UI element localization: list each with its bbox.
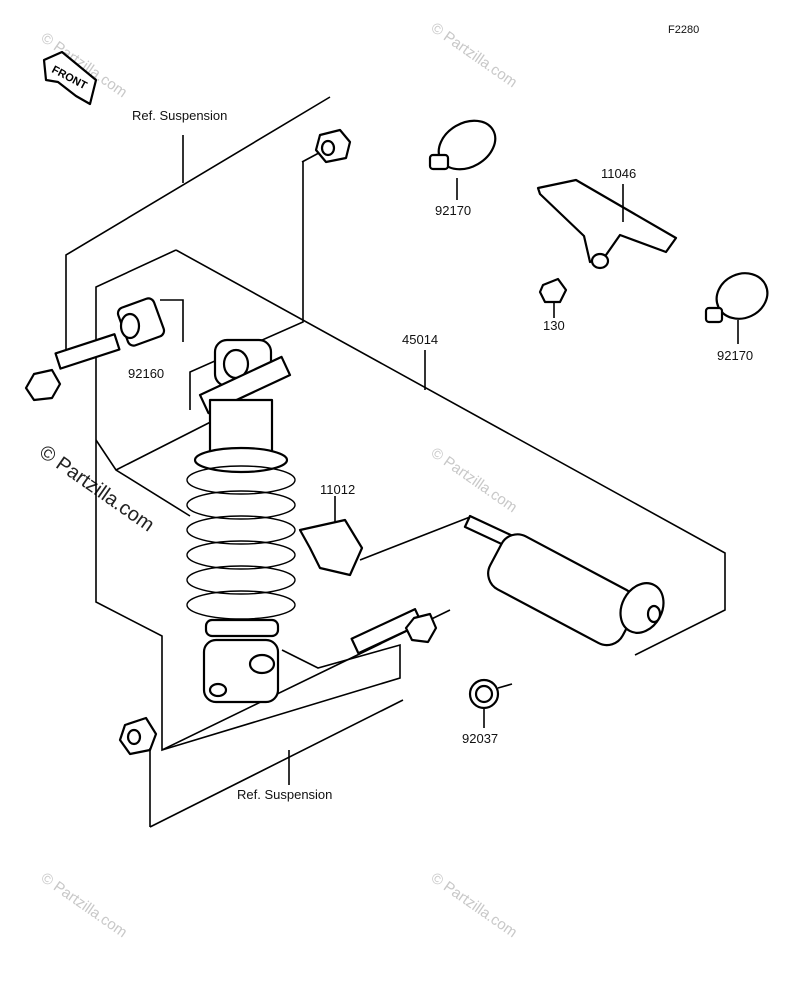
watermark-bl: © Partzilla.com: [38, 869, 131, 941]
part-label-11012: 11012: [320, 482, 355, 497]
part-label-45014: 45014: [402, 332, 438, 347]
part-label-130: 130: [543, 318, 565, 333]
reservoir: [463, 514, 665, 647]
bolt-130: [538, 277, 568, 318]
lower-nut: [118, 699, 404, 828]
ref-suspension-top: Ref. Suspension: [132, 108, 227, 123]
front-arrow-icon: FRONT: [42, 50, 98, 106]
part-label-92160: 92160: [128, 366, 164, 381]
bracket-11046: [536, 178, 678, 270]
clamp-92170-right: [704, 272, 769, 344]
shock-outline-lines: [95, 249, 726, 752]
collar-92160: [116, 297, 184, 347]
watermark-tm: © Partzilla.com: [428, 19, 521, 91]
shock-absorber-45014: [186, 338, 296, 704]
top-nut: [314, 128, 352, 164]
part-label-11046: 11046: [601, 166, 636, 181]
top-bolt: [24, 333, 121, 402]
lower-bolt: [161, 608, 438, 751]
diagram-code: F2280: [668, 24, 699, 36]
part-label-92170-top: 92170: [435, 203, 471, 218]
ref-suspension-bottom: Ref. Suspension: [237, 787, 332, 802]
ref-lines-upper: [65, 96, 331, 410]
clamp-92170-top: [428, 119, 497, 200]
part-label-92037: 92037: [462, 731, 498, 746]
clamp-11012: [298, 496, 471, 577]
cap-92037: [468, 678, 513, 728]
part-label-92170-right: 92170: [717, 348, 753, 363]
watermark-br: © Partzilla.com: [428, 869, 521, 941]
watermark-mid: © Partzilla.com: [428, 444, 521, 516]
